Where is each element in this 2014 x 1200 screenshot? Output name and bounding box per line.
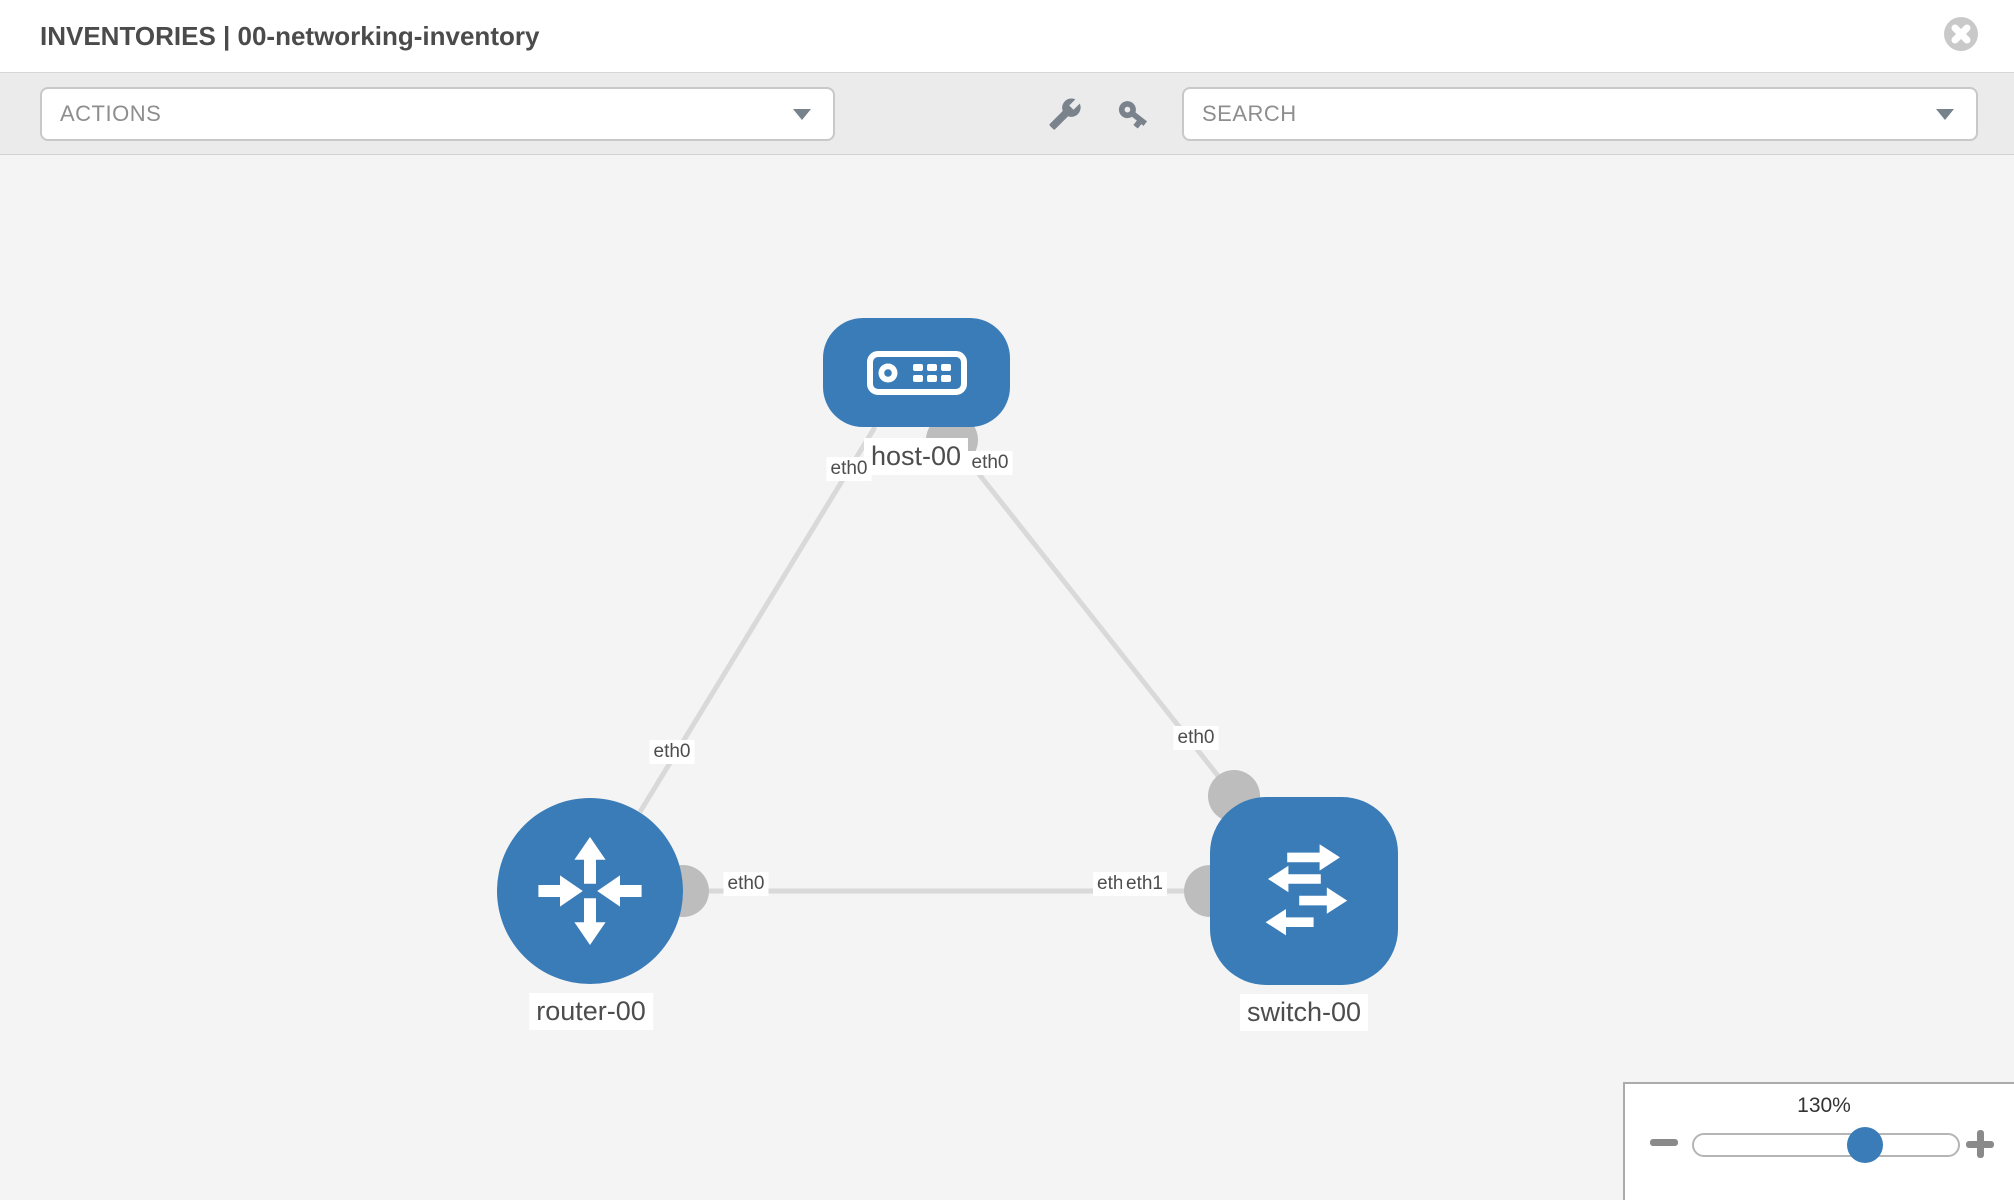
switch-icon xyxy=(1265,844,1348,936)
topology-canvas[interactable]: host-00 router-00 switch-00 eth0 eth0 et… xyxy=(0,155,2014,1200)
actions-dropdown[interactable]: ACTIONS xyxy=(40,87,835,141)
host-icon xyxy=(866,350,967,395)
actions-dropdown-label: ACTIONS xyxy=(60,101,162,126)
chevron-down-icon xyxy=(793,109,811,120)
close-button[interactable] xyxy=(1944,17,1978,51)
zoom-out-minus-icon[interactable] xyxy=(1650,1139,1678,1146)
plus-icon-bar xyxy=(1976,1130,1984,1158)
node-host-00[interactable] xyxy=(823,318,1010,427)
key-icon[interactable] xyxy=(1116,97,1150,131)
node-switch-00[interactable] xyxy=(1210,797,1398,985)
router-icon xyxy=(538,837,642,945)
interface-label-host-eth0-left: eth0 xyxy=(826,457,872,481)
node-label-host-00: host-00 xyxy=(863,438,969,475)
search-placeholder: SEARCH xyxy=(1202,101,1297,126)
chevron-down-icon xyxy=(1936,109,1954,120)
zoom-level-value: 130% xyxy=(1797,1094,1851,1117)
node-label-router-00: router-00 xyxy=(529,993,653,1030)
interface-label-router-eth0-bottom: eth0 xyxy=(723,872,769,896)
close-icon xyxy=(1951,24,1971,44)
interface-label-switch-eth1: eth1 xyxy=(1122,872,1167,896)
interface-label-router-eth0-top: eth0 xyxy=(649,740,695,764)
search-dropdown[interactable]: SEARCH xyxy=(1182,87,1978,141)
node-router-00[interactable] xyxy=(497,798,683,984)
page-title: INVENTORIES | 00-networking-inventory xyxy=(40,21,540,51)
node-label-switch-00: switch-00 xyxy=(1239,994,1369,1031)
wrench-icon[interactable] xyxy=(1048,97,1082,131)
zoom-control-panel: 130% xyxy=(1623,1082,2014,1200)
zoom-slider-track[interactable] xyxy=(1692,1133,1960,1157)
header: INVENTORIES | 00-networking-inventory xyxy=(0,0,2014,72)
interface-label-switch-eth0: eth0 xyxy=(1173,726,1219,750)
zoom-slider-thumb[interactable] xyxy=(1847,1127,1883,1163)
zoom-in-plus-icon[interactable] xyxy=(1966,1130,1994,1158)
toolbar: ACTIONS SEARCH xyxy=(0,72,2014,155)
links-layer xyxy=(637,414,1260,917)
interface-label-host-eth0-right: eth0 xyxy=(967,451,1013,475)
